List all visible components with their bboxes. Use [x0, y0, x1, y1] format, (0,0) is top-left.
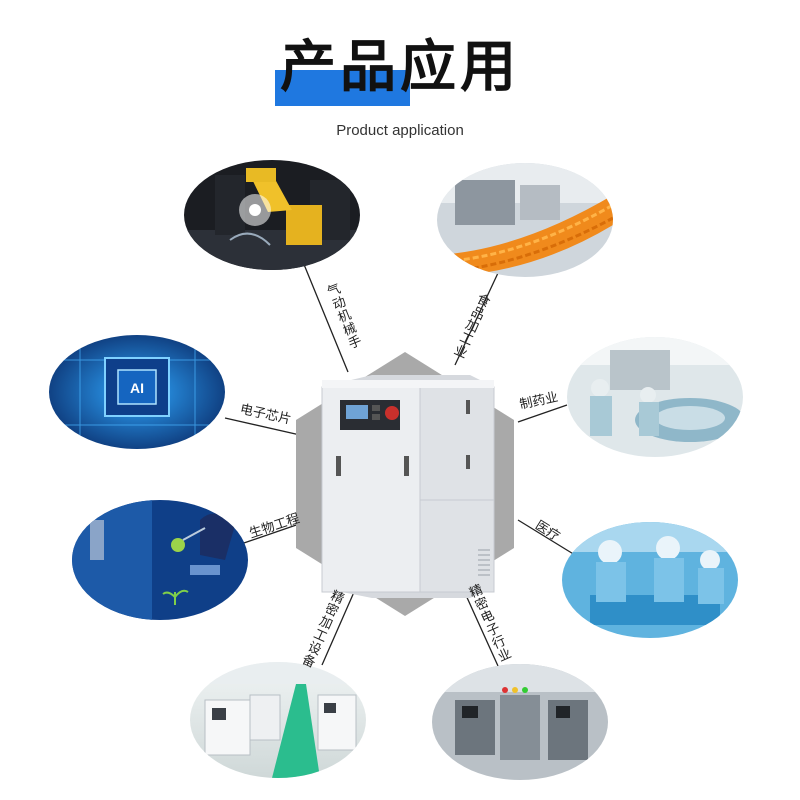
image-precision-machining [190, 662, 366, 778]
air-compressor-machine [321, 375, 495, 598]
image-pharmaceutical [567, 337, 743, 457]
connector-lines [224, 261, 576, 667]
image-electronic-chip: AI [49, 335, 225, 449]
page-subtitle: Product application [336, 122, 464, 139]
svg-text:AI: AI [130, 380, 144, 396]
image-food-processing [437, 163, 613, 277]
page-title: 产品应用 [280, 35, 520, 100]
handle [336, 456, 341, 476]
title-accent-bar [275, 70, 410, 106]
image-bioengineering [72, 500, 248, 620]
emergency-stop-button [385, 406, 399, 420]
image-medical [562, 522, 738, 638]
image-pneumatic-robot [184, 160, 360, 270]
display-screen [346, 405, 368, 419]
image-precision-electronics [432, 664, 608, 780]
